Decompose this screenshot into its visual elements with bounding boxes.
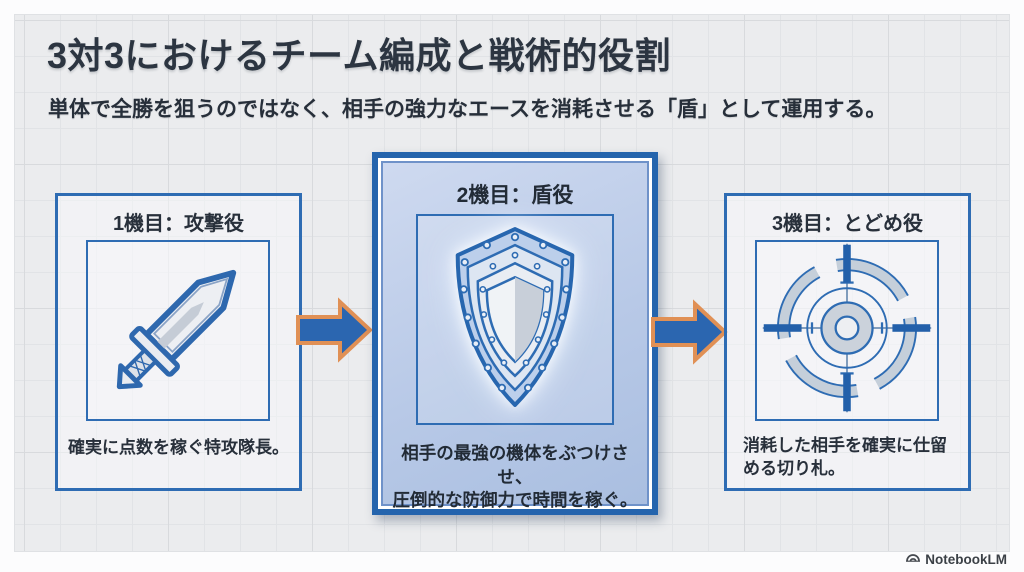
card-attacker-caption: 確実に点数を稼ぐ特攻隊長。 bbox=[68, 438, 289, 457]
page-subtitle: 単体で全勝を狙うのではなく、相手の強力なエースを消耗させる「盾」として運用する。 bbox=[48, 98, 887, 121]
arrow-right-icon bbox=[294, 297, 374, 363]
card-shield-caption: 相手の最強の機体をぶつけさせ、 圧倒的な防御力で時間を稼ぐ。 bbox=[384, 442, 646, 513]
card-shield: 2機目：盾役 bbox=[372, 152, 658, 515]
card-attacker-icon-box bbox=[86, 240, 270, 421]
card-shield-icon-box bbox=[416, 214, 614, 425]
card-finisher: 3機目：とどめ役 bbox=[724, 193, 971, 491]
card-shield-caption-line1: 相手の最強の機体をぶつけさせ、 bbox=[401, 443, 629, 487]
arrow-right-icon bbox=[649, 299, 729, 365]
footer-brand: NotebookLM bbox=[905, 550, 1007, 568]
card-attacker-title: 1機目：攻撃役 bbox=[112, 213, 245, 235]
card-finisher-icon-box bbox=[755, 240, 939, 421]
card-shield-title: 2機目：盾役 bbox=[456, 184, 574, 207]
card-shield-caption-line2: 圧倒的な防御力で時間を稼ぐ。 bbox=[392, 490, 638, 511]
card-finisher-title: 3機目：とどめ役 bbox=[771, 213, 924, 235]
sword-icon bbox=[94, 244, 262, 417]
page-title: 3対3におけるチーム編成と戦術的役割 bbox=[47, 35, 671, 76]
card-finisher-caption: 消耗した相手を確実に仕留める切り札。 bbox=[743, 436, 947, 479]
footer-brand-label: NotebookLM bbox=[925, 551, 1007, 567]
shield-icon bbox=[439, 219, 591, 420]
notebooklm-logo-icon bbox=[905, 550, 921, 568]
card-attacker: 1機目：攻撃役 確実に点数を稼ぐ特攻隊長。 bbox=[55, 193, 302, 491]
target-icon bbox=[758, 240, 936, 421]
